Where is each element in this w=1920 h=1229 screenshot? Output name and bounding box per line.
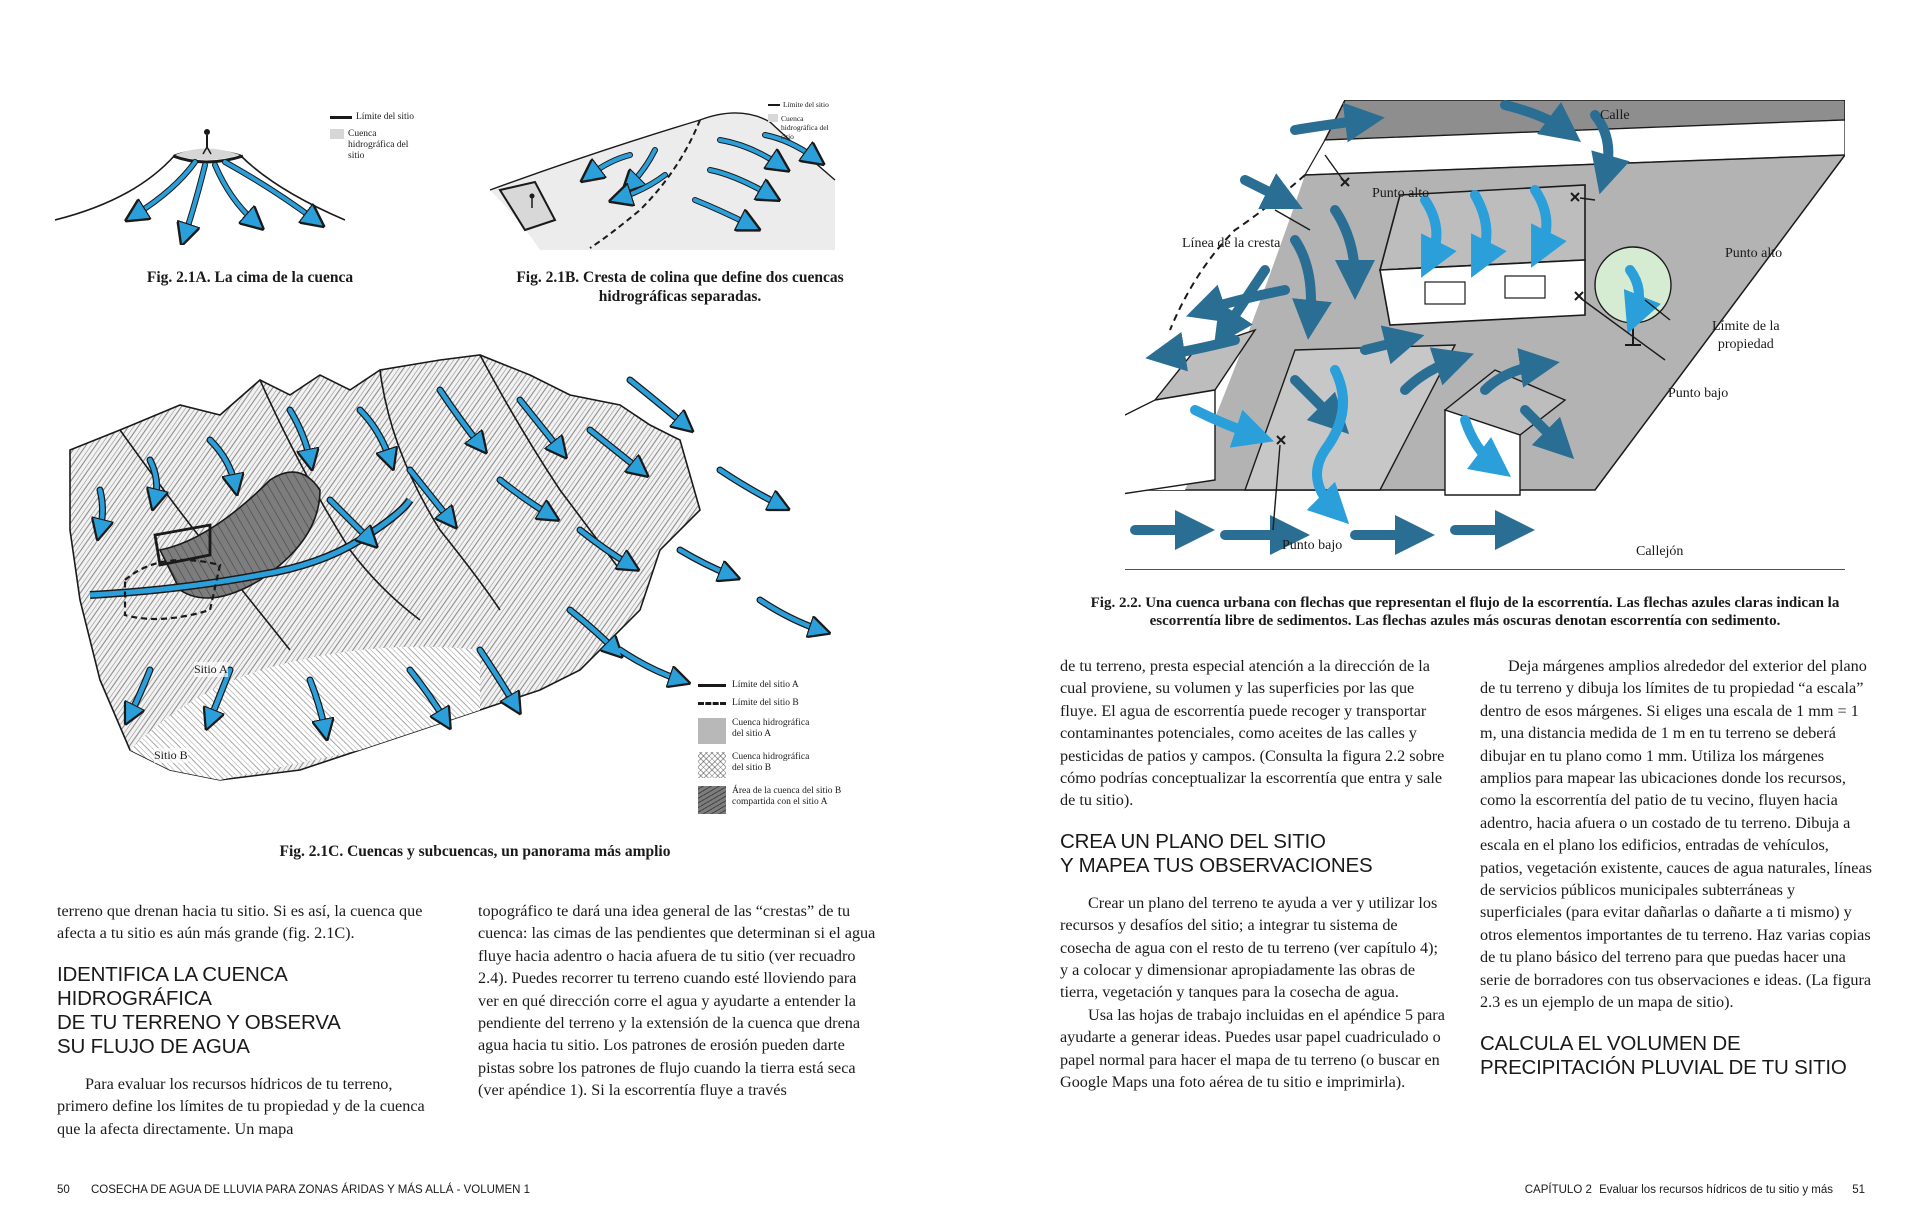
left-column-1: terreno que drenan hacia tu sitio. Si es… bbox=[57, 900, 427, 1140]
left-footer: 50 COSECHA DE AGUA DE LLUVIA PARA ZONAS … bbox=[57, 1184, 530, 1196]
fig-2-1a-illustration bbox=[55, 129, 345, 245]
chapter-title: Evaluar los recursos hídricos de tu siti… bbox=[1599, 1184, 1833, 1196]
legend-dark-hatch-swatch-icon bbox=[698, 786, 726, 814]
label-calle: Calle bbox=[1600, 108, 1630, 123]
label-site-a: Sitio A bbox=[194, 662, 228, 677]
fig-2-2-illustration bbox=[1125, 100, 1845, 570]
label-linea-cresta: Línea de la cresta bbox=[1182, 236, 1281, 251]
label-punto-bajo-1: Punto bajo bbox=[1668, 386, 1729, 401]
right-footer: CAPÍTULO 2 Evaluar los recursos hídricos… bbox=[1525, 1184, 1865, 1196]
fig-2-1b-illustration bbox=[489, 112, 836, 250]
body-paragraph: Para evaluar los recursos hídricos de tu… bbox=[57, 1074, 425, 1138]
body-paragraph: de tu terreno, presta especial atención … bbox=[1060, 657, 1445, 810]
page-number: 51 bbox=[1852, 1184, 1865, 1196]
label-callejon: Callejón bbox=[1636, 544, 1684, 559]
legend-dashed-line-icon bbox=[698, 701, 726, 705]
legend-gray-swatch-icon bbox=[698, 718, 726, 744]
body-paragraph: Deja márgenes amplios alrededor del exte… bbox=[1480, 657, 1872, 1012]
page-number: 50 bbox=[57, 1184, 70, 1196]
legend-solid-line-icon bbox=[768, 103, 780, 106]
fig-2-1c-caption: Fig. 2.1C. Cuencas y subcuencas, un pano… bbox=[279, 843, 671, 860]
body-paragraph: Usa las hojas de trabajo incluidas en el… bbox=[1060, 1005, 1445, 1092]
body-paragraph: topográfico te dará una idea general de … bbox=[478, 902, 876, 1100]
section-heading: CALCULA EL VOLUMEN DE PRECIPITACIÓN PLUV… bbox=[1480, 1031, 1847, 1079]
fig-2-1a-caption: Fig. 2.1A. La cima de la cuenca bbox=[146, 269, 354, 286]
fig-2-2-caption: Fig. 2.2. Una cuenca urbana con flechas … bbox=[1090, 595, 1840, 629]
chapter-label: CAPÍTULO 2 bbox=[1524, 1184, 1592, 1196]
legend-gray-swatch-icon bbox=[768, 114, 778, 122]
fig-2-1b-legend: Límite del sitio Cuenca hidrográfica del… bbox=[768, 100, 858, 141]
fig-2-1c-legend: Límite del sitio A Límite del sitio B Cu… bbox=[698, 678, 878, 814]
section-heading: CREA UN PLANO DEL SITIO Y MAPEA TUS OBSE… bbox=[1060, 829, 1373, 877]
body-paragraph: terreno que drenan hacia tu sitio. Si es… bbox=[57, 902, 423, 943]
section-heading: IDENTIFICA LA CUENCA HIDROGRÁFICA DE TU … bbox=[57, 962, 341, 1058]
right-column-2: Deja márgenes amplios alrededor del exte… bbox=[1480, 655, 1875, 1094]
legend-solid-line-icon bbox=[330, 116, 352, 119]
right-column-1: de tu terreno, presta especial atención … bbox=[1060, 655, 1445, 1094]
left-page: Límite del sitio Cuenca hidrográfica del… bbox=[55, 100, 878, 1196]
body-paragraph: Crear un plano del terreno te ayuda a ve… bbox=[1060, 893, 1438, 1002]
right-page: Calle Punto alto Línea de la cresta Punt… bbox=[960, 0, 1920, 1229]
label-limite-propiedad: Límite de la propiedad bbox=[1712, 319, 1780, 352]
fig-2-1a-legend: Límite del sitio Cuenca hidrográfica del… bbox=[330, 112, 450, 162]
book-title: COSECHA DE AGUA DE LLUVIA PARA ZONAS ÁRI… bbox=[91, 1184, 531, 1196]
label-site-b: Sitio B bbox=[154, 748, 188, 763]
label-punto-alto-2: Punto alto bbox=[1725, 246, 1783, 261]
label-punto-bajo-2: Punto bajo bbox=[1282, 538, 1343, 553]
fig-2-1b-caption: Fig. 2.1B. Cresta de colina que define d… bbox=[516, 269, 844, 305]
label-punto-alto-1: Punto alto bbox=[1372, 186, 1430, 201]
left-column-2: topográfico te dará una idea general de … bbox=[478, 900, 878, 1102]
legend-solid-line-icon bbox=[698, 683, 726, 687]
legend-gray-swatch-icon bbox=[330, 129, 344, 139]
legend-crosshatch-swatch-icon bbox=[698, 752, 726, 778]
